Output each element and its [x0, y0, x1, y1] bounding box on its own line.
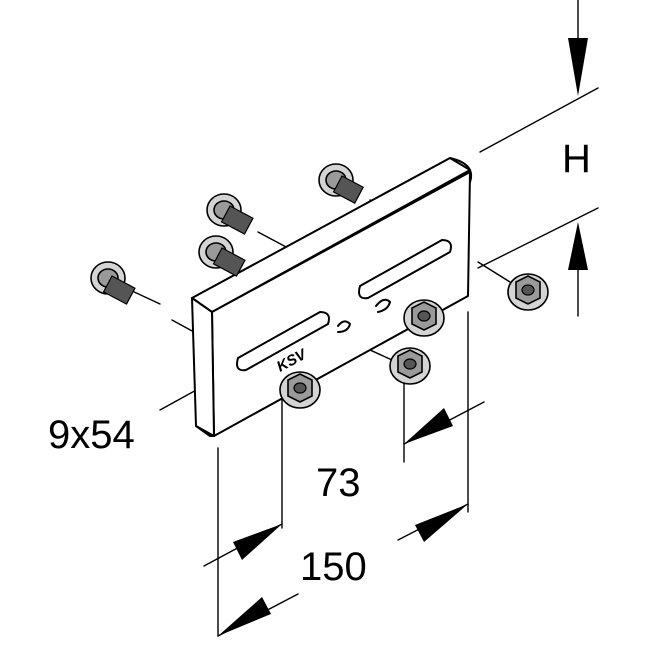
- h-extension-top: [479, 87, 599, 153]
- slot-left: [236, 311, 330, 372]
- h-label: H: [562, 137, 591, 181]
- h-arrow-top-head: [568, 38, 588, 96]
- arrow-73-right: [404, 408, 453, 444]
- plate-lip-bottom: [195, 425, 215, 437]
- nut-4: [279, 371, 321, 409]
- bolt-2-thread: [220, 205, 254, 235]
- connector-plate: KSV: [191, 157, 472, 437]
- bolt-2: [206, 193, 254, 235]
- ce-mark: [375, 298, 391, 313]
- dimension-150: 150: [217, 311, 469, 637]
- bolt-4-thread: [332, 175, 365, 204]
- axis-line-3: [257, 231, 289, 249]
- arrow-150-right: [415, 504, 468, 542]
- bolt-1: [90, 261, 136, 305]
- axis-line-5: [477, 261, 511, 283]
- bolt-4: [318, 163, 365, 204]
- nut-3: [389, 347, 431, 385]
- h-arrow-bottom-head: [568, 222, 588, 270]
- axis-line-1: [129, 289, 161, 305]
- label-150: 150: [300, 545, 367, 589]
- label-73: 73: [316, 461, 361, 505]
- dimension-slot: 9x54: [48, 333, 299, 457]
- arrow-150-left: [218, 597, 271, 636]
- symbol-mark: [337, 320, 351, 333]
- dimension-h: H: [477, 0, 599, 317]
- bolt-3-thread: [212, 247, 246, 277]
- arrow-73-left: [233, 524, 282, 560]
- dimension-73: 73: [203, 373, 485, 567]
- nut-2: [403, 299, 445, 337]
- label-9x54: 9x54: [48, 413, 135, 457]
- h-extension-bottom: [477, 207, 599, 269]
- bolt-1-thread: [102, 275, 136, 305]
- bolt-3: [198, 235, 246, 277]
- slot-right: [358, 239, 452, 300]
- plate-left-lip: [191, 297, 215, 437]
- nut-1: [507, 273, 549, 311]
